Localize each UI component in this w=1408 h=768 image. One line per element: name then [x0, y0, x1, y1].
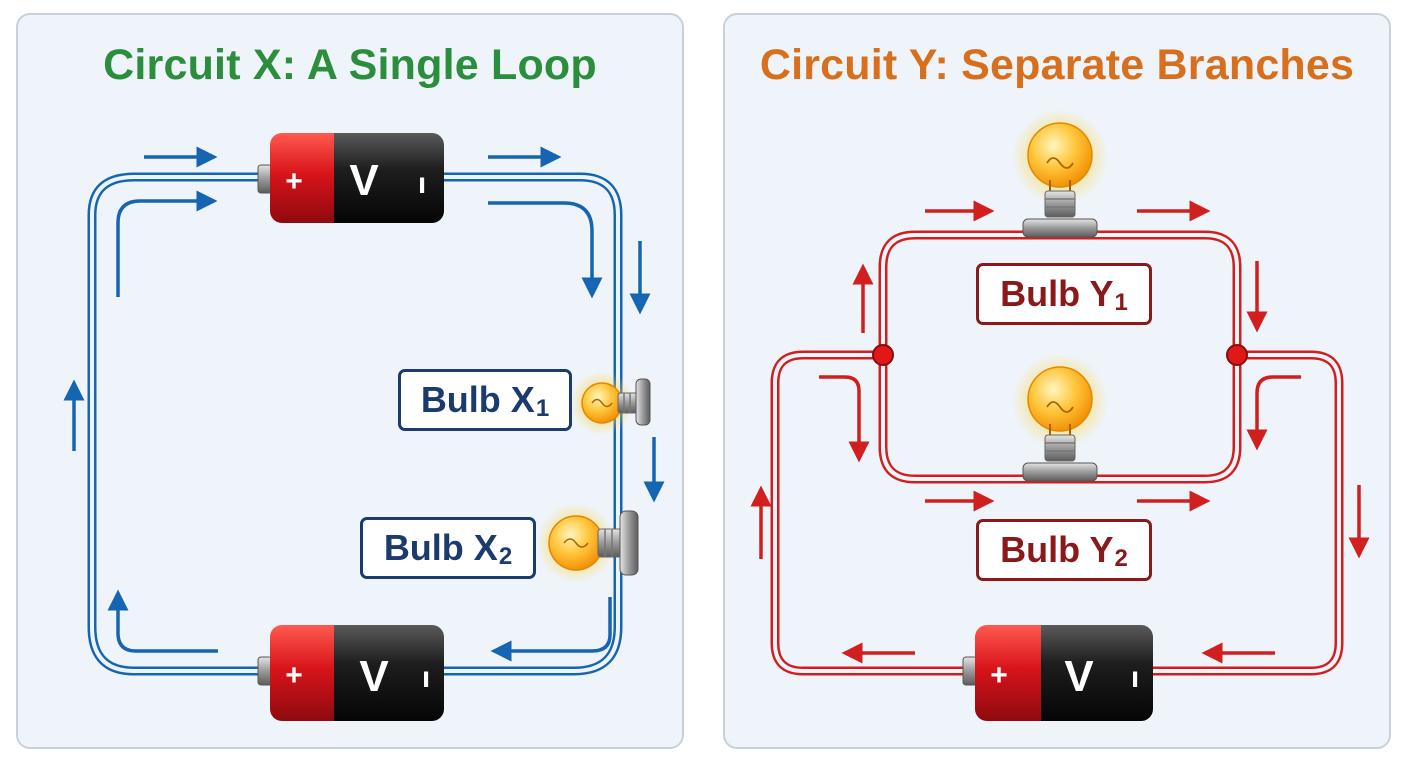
battery-bottom-label: V	[359, 652, 389, 701]
junction-left	[872, 344, 894, 366]
circuit-y-panel: Circuit Y: Separate Branches	[723, 13, 1391, 749]
bulb-y2-label-sub: 2	[1114, 545, 1128, 572]
bulb-x1-label-text: Bulb X	[420, 379, 535, 420]
circuit-y-current-arrows	[750, 200, 1370, 664]
battery-y-minus: ı	[1131, 661, 1139, 694]
bulb-x2-icon	[536, 503, 639, 583]
battery-bottom: + V ı	[257, 625, 444, 721]
circuit-x-current-arrows	[63, 146, 665, 662]
bulb-x2-label-sub: 2	[498, 543, 513, 570]
circuit-y-diagram: + V ı	[750, 109, 1370, 721]
bulb-x2-label-text: Bulb X	[383, 527, 498, 568]
battery-top-label: V	[349, 156, 379, 205]
bulb-y2-icon	[1012, 353, 1108, 482]
bulb-y2-label-text: Bulb Y	[1000, 529, 1114, 570]
battery-y-plus: +	[990, 659, 1008, 692]
bulb-y1-label-text: Bulb Y	[1000, 273, 1114, 314]
battery-top-plus: +	[285, 165, 303, 198]
circuit-x-diagram: + V ı + V ı	[63, 133, 665, 721]
circuit-y-title: Circuit Y: Separate Branches	[759, 41, 1355, 89]
battery-bottom-minus: ı	[422, 661, 430, 694]
battery-top: + V ı	[257, 133, 444, 223]
battery-y-label: V	[1064, 652, 1094, 701]
circuit-x-panel: Circuit X: A Single Loop	[16, 13, 684, 749]
circuit-x-title: Circuit X: A Single Loop	[103, 41, 597, 89]
battery-y: + V ı	[962, 625, 1153, 721]
bulb-y1-label-sub: 1	[1114, 289, 1128, 316]
junction-right	[1226, 344, 1248, 366]
battery-bottom-plus: +	[285, 659, 303, 692]
bulb-y1-icon	[1012, 109, 1108, 238]
bulb-x1-label-sub: 1	[535, 395, 550, 422]
battery-top-minus: ı	[418, 167, 426, 200]
bulb-x1-icon	[570, 371, 651, 435]
